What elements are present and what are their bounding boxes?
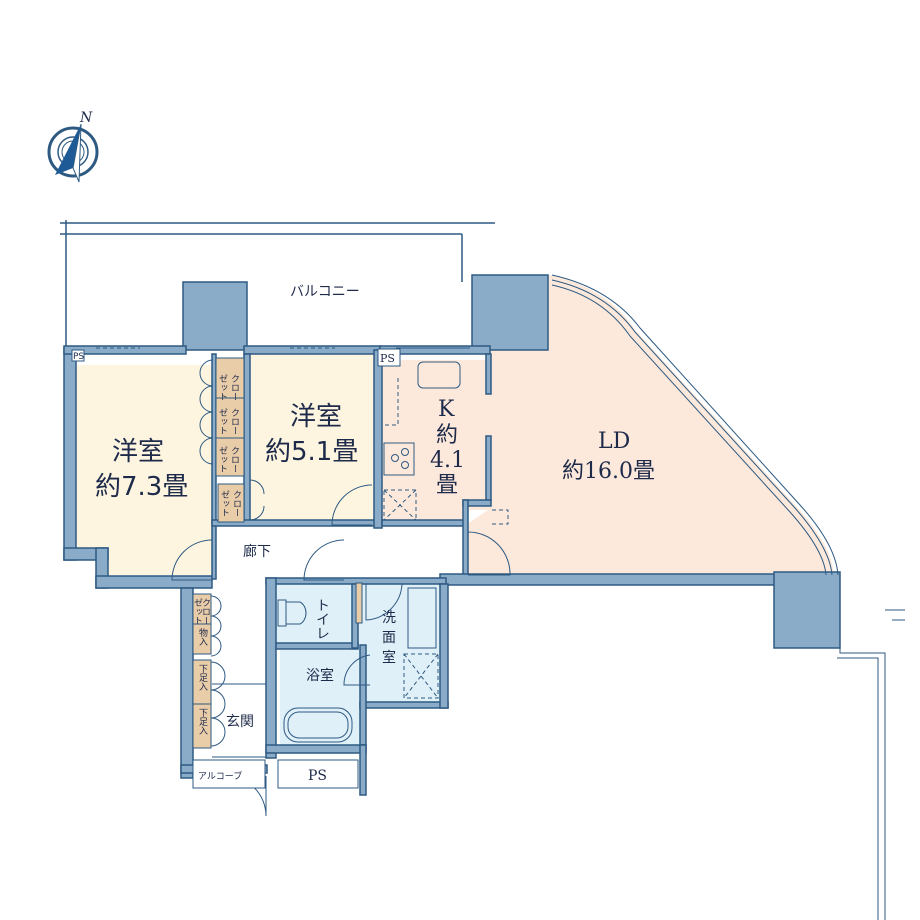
western-room-1-size: 約7.3畳	[95, 472, 188, 502]
closets	[192, 357, 363, 749]
closet-label: クロー	[231, 490, 241, 517]
kitchen-name: K	[438, 397, 455, 422]
walls	[63, 274, 841, 796]
washroom	[352, 583, 444, 702]
toilet-icon	[285, 601, 307, 625]
ps-box-1	[71, 349, 85, 362]
closet-label: クロー	[229, 408, 239, 435]
western-room-2-name: 洋室	[290, 402, 342, 432]
ps-box-2	[377, 348, 401, 367]
balcony-label: バルコニー	[290, 284, 360, 300]
closet-4	[217, 483, 245, 523]
closet-3	[215, 437, 245, 477]
kitchen-line1: 約	[436, 423, 458, 448]
closet-2	[215, 397, 245, 439]
balcony: バルコニー	[60, 220, 495, 350]
compass-north-icon: N	[47, 110, 99, 183]
living-dining	[466, 275, 834, 575]
closet-label: ゼット	[217, 446, 228, 473]
fixtures	[212, 361, 461, 758]
bathroom	[280, 650, 360, 745]
ld-curved-window	[551, 274, 839, 576]
closet-label: ゼット	[217, 408, 228, 435]
ps-label: PS	[380, 352, 395, 365]
western-room-2-size: 約5.1畳	[265, 437, 358, 467]
washbasin-icon	[407, 587, 437, 649]
alcove	[192, 759, 266, 789]
ps-label: PS	[308, 768, 327, 784]
washroom-line1: 洗	[382, 610, 396, 626]
alcove-label: アルコーブ	[198, 770, 242, 782]
bathtub-icon	[283, 707, 353, 743]
closet-label: クロー	[229, 374, 239, 401]
sink-icon	[417, 361, 461, 389]
ps-box-main	[277, 759, 359, 789]
storage	[192, 623, 212, 655]
western-room-2	[248, 350, 374, 522]
shoe-box-label: 下足入	[197, 664, 208, 691]
shoe-box-label: 下足入	[197, 708, 208, 735]
bathroom-label: 浴室	[306, 667, 334, 684]
hallway-label: 廊下	[243, 543, 271, 560]
closet-label: ゼット	[192, 598, 203, 625]
compass-label: N	[79, 110, 93, 126]
western-room-1	[76, 365, 212, 575]
washroom-line3: 室	[382, 649, 396, 666]
western-room-1-name: 洋室	[112, 437, 164, 467]
closet-label: クロー	[200, 598, 210, 625]
shoe-box-2	[192, 703, 212, 749]
kitchen-line2: 4.1	[430, 448, 465, 473]
closet-label: ゼット	[217, 374, 228, 401]
kitchen	[380, 360, 488, 525]
washroom-line2: 面	[382, 630, 396, 646]
entrance-label: 玄関	[226, 713, 254, 730]
closet-label: クロー	[229, 446, 239, 473]
toilet-label: トイレ	[314, 598, 330, 640]
ld-name: LD	[598, 429, 630, 454]
closet-label: ゼット	[219, 490, 230, 517]
storage-label: 物入	[197, 627, 208, 646]
ld-size: 約16.0畳	[562, 459, 655, 484]
kitchen-line3: 畳	[436, 473, 458, 498]
wash-shelf	[355, 582, 363, 624]
ps-label: PS	[73, 352, 84, 362]
stove-icon	[383, 442, 415, 476]
washing-machine-icon	[403, 653, 439, 699]
refrigerator-icon	[383, 489, 417, 521]
toilet	[276, 583, 352, 643]
exterior-lines	[837, 609, 905, 920]
